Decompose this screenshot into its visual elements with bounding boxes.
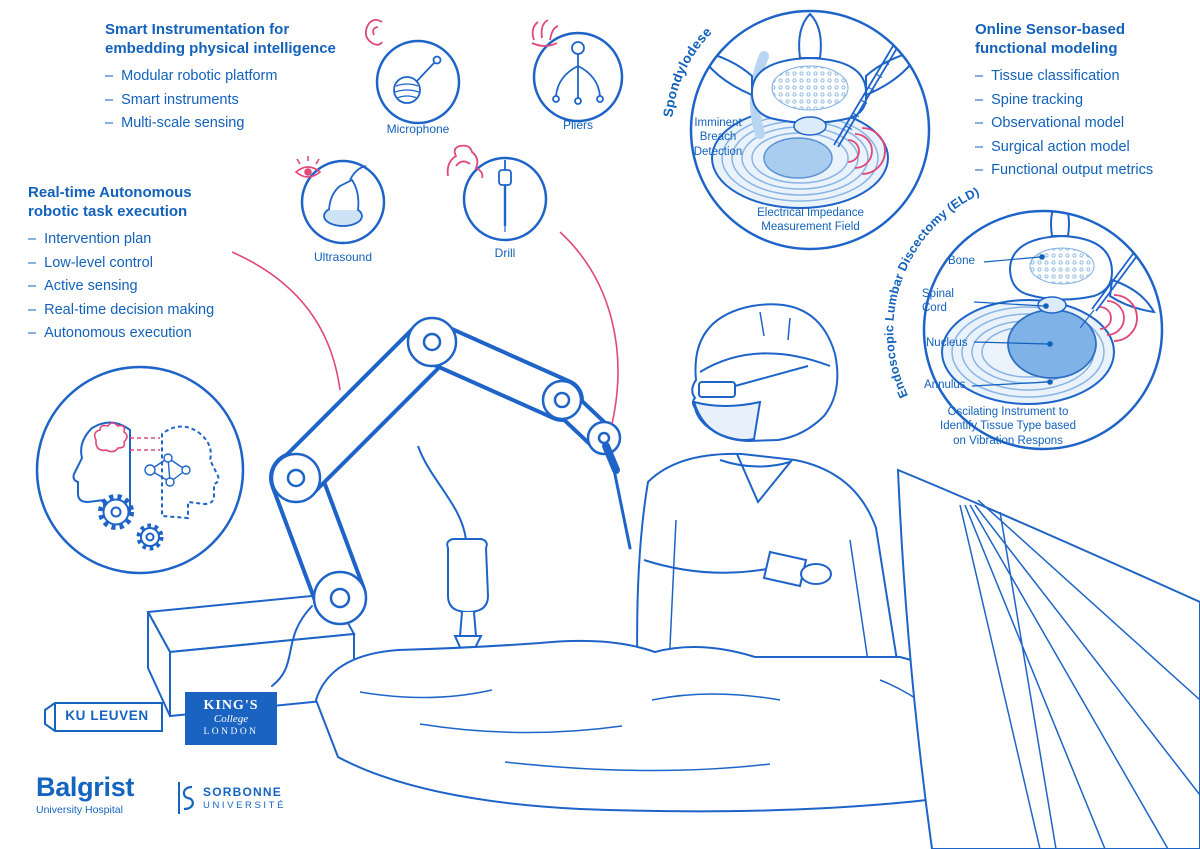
ultrasound-probe-icon (323, 165, 367, 227)
instrument-circle-microphone (375, 39, 461, 125)
list-item: Active sensing (28, 275, 268, 298)
section-title: Online Sensor-based functional modeling (975, 20, 1200, 58)
caption-line: Identify Tissue Type based (940, 420, 1076, 433)
spondylodese-circle: Spondylodese (660, 9, 931, 251)
title-line: Real-time Autonomous (28, 184, 192, 201)
ku-leuven-flag-icon (44, 702, 163, 732)
bone-label: Bone (948, 255, 975, 267)
section-smart-instrumentation: Smart Instrumentation for embedding phys… (105, 20, 385, 136)
disc-nucleus (763, 137, 833, 179)
ku-leuven-logo: KU LEUVEN (40, 700, 168, 734)
balgrist-subtitle: University Hospital (36, 804, 123, 816)
ultrasound-label: Ultrasound (313, 250, 373, 264)
spinal-cord-label: Spinal Cord (922, 288, 954, 315)
label-line: Imminent (694, 117, 742, 129)
list-item: Spine tracking (975, 89, 1200, 112)
smart-instrumentation-list: Modular robotic platform Smart instrumen… (105, 65, 385, 135)
online-sensor-list: Tissue classification Spine tracking Obs… (975, 65, 1200, 182)
list-item: Tissue classification (975, 65, 1200, 88)
section-online-sensor: Online Sensor-based functional modeling … (975, 20, 1200, 183)
surgical-cap (699, 352, 831, 373)
title-line: robotic task execution (28, 203, 188, 221)
title-line: Online Sensor-based (975, 21, 1126, 38)
surgeon-illustration (636, 303, 904, 693)
side-drape (896, 468, 1200, 849)
ear-icon (364, 18, 383, 46)
title-line: Smart Instrumentation for (105, 21, 290, 38)
irrigation-bottle (417, 445, 490, 667)
nucleus-label: Nucleus (926, 337, 968, 349)
annulus-label: Annulus (924, 379, 966, 391)
connector-curve-right (559, 231, 619, 425)
pedicle-screw (833, 31, 911, 148)
label-line: Measurement Field (761, 221, 860, 234)
caption-line: on Vibration Respons (953, 434, 1063, 447)
drill-label: Drill (494, 246, 516, 260)
caption-line: Oscilating Instrument to (947, 406, 1069, 418)
realtime-autonomous-list: Intervention plan Low-level control Acti… (28, 228, 268, 345)
robot-cable (271, 605, 313, 687)
title-line: embedding physical intelligence (105, 40, 336, 58)
vibration-arcs (847, 127, 886, 175)
sorbonne-icon (178, 782, 194, 814)
label-line: Breach (699, 131, 737, 144)
sorbonne-line1: SORBONNE (203, 784, 282, 799)
pliers-icon (552, 41, 604, 105)
operating-table-drape (314, 639, 1005, 813)
label-line: Electrical Impedance (757, 207, 864, 219)
microphone-label: Microphone (386, 122, 450, 136)
eld-circle: Endoscopic Lumbar Discectomy (ELD) (882, 185, 1164, 451)
vibration-arcs (1099, 294, 1138, 342)
list-item: Modular robotic platform (105, 65, 385, 88)
balgrist-name: Balgrist (36, 772, 135, 802)
kings-line1: KING'S (203, 698, 259, 713)
list-item: Multi-scale sensing (105, 112, 385, 135)
gears-icon (98, 494, 164, 551)
list-item: Intervention plan (28, 228, 268, 251)
robot-arm (269, 316, 632, 687)
kings-line2: College (213, 713, 249, 726)
brain-icon (93, 422, 128, 453)
ku-leuven-text: KU LEUVEN (65, 708, 149, 723)
muscle-arm-icon (446, 144, 484, 179)
surgical-mask (692, 400, 762, 441)
list-item: Observational model (975, 112, 1200, 135)
instrument-circle-drill (462, 156, 548, 242)
list-item: Surgical action model (975, 136, 1200, 159)
eye-icon (294, 156, 322, 178)
sorbonne-logo: SORBONNE UNIVERSITÉ (172, 780, 286, 816)
section-realtime-autonomous: Real-time Autonomous robotic task execut… (28, 183, 268, 346)
section-title: Smart Instrumentation for embedding phys… (105, 20, 385, 58)
impedance-field-label: Electrical Impedance Measurement Field (738, 206, 883, 235)
robot-head-icon (161, 425, 220, 520)
list-item: Real-time decision making (28, 299, 268, 322)
anatomy-leader-lines (971, 254, 1053, 387)
title-line: functional modeling (975, 40, 1118, 58)
instrument-circle-ultrasound (300, 159, 386, 245)
knowledge-transfer-lines (130, 437, 160, 451)
collaboration-circle (35, 365, 245, 575)
sorbonne-line2: UNIVERSITÉ (203, 799, 287, 811)
surgeon-glasses (698, 381, 736, 398)
imminent-breach-label: Imminent Breach Detection (668, 116, 768, 159)
drill-icon (498, 160, 512, 232)
list-item: Functional output metrics (975, 159, 1200, 182)
list-item: Autonomous execution (28, 322, 268, 345)
network-graph-icon (144, 453, 191, 487)
pliers-label: Pliers (562, 118, 593, 132)
microphone-icon (393, 55, 442, 104)
instrument-circle-pliers (532, 31, 624, 123)
kings-college-logo: KING'S College LONDON (185, 692, 277, 745)
section-title: Real-time Autonomous robotic task execut… (28, 183, 268, 221)
balgrist-logo: Balgrist University Hospital (36, 772, 135, 817)
list-item: Smart instruments (105, 89, 385, 112)
list-item: Low-level control (28, 252, 268, 275)
label-line: Detection (693, 145, 743, 158)
oscillating-caption: Oscilating Instrument to Identify Tissue… (928, 405, 1088, 448)
grip-hand-icon (531, 19, 559, 47)
kings-line3: LONDON (203, 727, 259, 738)
